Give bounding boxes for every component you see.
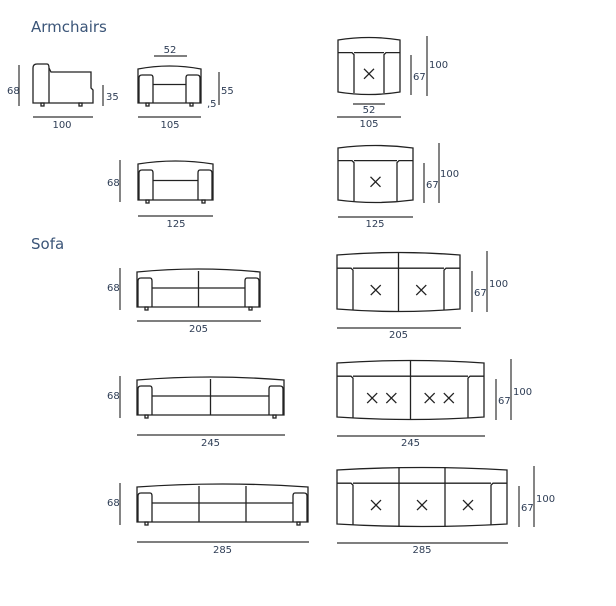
cushion-x-mark	[385, 392, 397, 404]
dimension-label: 55	[221, 86, 234, 97]
dimension-label: 100	[513, 387, 532, 398]
cushion-x-mark	[370, 499, 382, 511]
dimension-label: 285	[412, 545, 431, 556]
armchair-side-view: 68 35 100	[7, 63, 119, 131]
cushion-x-mark	[415, 284, 427, 296]
sofa-205-front-view: 68 205	[107, 268, 261, 335]
dimension-label: 52	[363, 105, 376, 116]
dimension-label: 68	[107, 391, 120, 402]
dimension-label: 67	[426, 180, 439, 191]
dimension-label: 285	[213, 545, 232, 556]
cushion-x-mark	[416, 499, 428, 511]
dimension-label: 125	[365, 219, 384, 230]
cushion-x-mark	[443, 392, 455, 404]
armchair-105-front-view: 52 55 ,5 105	[137, 45, 234, 131]
armchair-125-front-view: 68 125	[107, 160, 214, 230]
cushion-x-mark	[370, 176, 381, 188]
dimension-label: 67	[413, 72, 426, 83]
dimension-label: 125	[166, 219, 185, 230]
dimension-label: 67	[498, 396, 511, 407]
sofa-heading: Sofa	[31, 235, 65, 253]
dimension-label: 100	[429, 60, 448, 71]
dimension-label: 205	[189, 324, 208, 335]
dimension-label: 67	[474, 288, 487, 299]
cushion-x-mark	[363, 68, 375, 80]
dimension-label: 100	[440, 169, 459, 180]
dimension-label: 205	[389, 330, 408, 341]
dimension-label: 68	[7, 86, 20, 97]
dimension-label: 100	[52, 120, 71, 131]
cushion-x-mark	[424, 392, 436, 404]
armchairs-heading: Armchairs	[31, 18, 107, 36]
dimension-label: 68	[107, 498, 120, 509]
dimension-label: 245	[201, 438, 220, 449]
dimension-label: ,5	[207, 99, 217, 110]
dimension-label: 100	[489, 279, 508, 290]
dimension-label: 68	[107, 178, 120, 189]
dimension-label: 245	[401, 438, 420, 449]
cushion-x-mark	[462, 499, 474, 511]
dimension-label: 105	[359, 119, 378, 130]
cushion-x-mark	[370, 284, 382, 296]
dimension-label: 35	[106, 92, 119, 103]
dimension-label: 67	[521, 503, 534, 514]
dimension-label: 100	[536, 494, 555, 505]
cushion-x-mark	[366, 392, 378, 404]
dimension-label: 68	[107, 283, 120, 294]
dimension-label: 52	[164, 45, 177, 56]
dimension-label: 105	[160, 120, 179, 131]
sofa-285-front-view: 68 285	[107, 483, 309, 556]
sofa-245-front-view: 68 245	[107, 376, 285, 449]
